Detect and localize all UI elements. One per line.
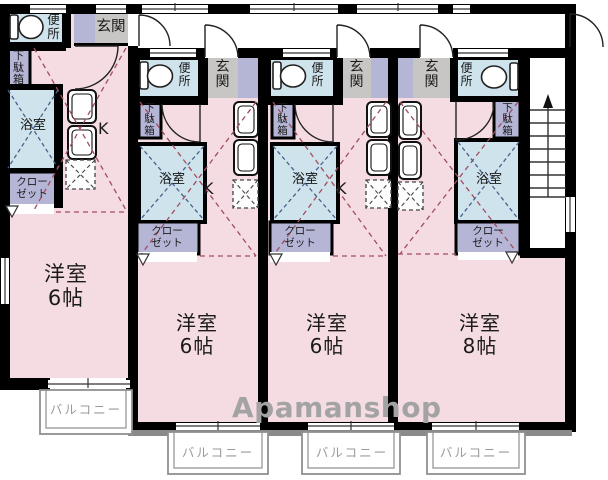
unit-1-closet-line1: クロー: [16, 176, 48, 188]
unit-1-room-type: 洋室: [44, 262, 88, 286]
dashed-lines: [7, 47, 520, 257]
unit-4-balcony-label: バルコニー: [439, 445, 513, 460]
unit-1-shoe-cabinet-label: 下駄箱: [13, 49, 24, 86]
unit-1-toilet-label: 便所: [47, 12, 60, 41]
unit-1-closet-line2: ゼット: [16, 188, 48, 201]
windows: [1, 3, 575, 430]
unit-2-room-type: 洋室: [176, 311, 218, 335]
unit-2-shoe-cabinet-label: 下駄箱: [144, 102, 155, 137]
unit-4-closet-label: クロー ゼット: [459, 225, 517, 249]
unit-2-balcony-label: バルコニー: [181, 445, 255, 460]
unit-4-closet-line2: ゼット: [472, 237, 504, 250]
unit-4-entrance-label: 玄関: [424, 59, 439, 91]
unit-3-balcony-label: バルコニー: [315, 445, 389, 460]
closet-door-triangles: [4, 205, 520, 267]
unit-4-room-type: 洋室: [459, 311, 501, 335]
door-arcs: [74, 13, 604, 143]
unit-4-room-size: 8帖: [462, 334, 498, 358]
unit-3-room-label: 洋室 6帖: [268, 312, 386, 358]
unit-2-toilet-label: 便所: [178, 61, 191, 88]
unit-1-balcony-label: バルコニー: [49, 402, 123, 417]
door-gaps: [205, 48, 453, 58]
unit-1-room-label: 洋室 6帖: [26, 262, 106, 310]
staircase: [530, 106, 566, 198]
unit-3-closet-line1: クロー: [284, 225, 316, 237]
unit-3-closet-label: クロー ゼット: [271, 225, 329, 249]
unit-2-closet-label: クロー ゼット: [138, 225, 196, 249]
toilet-icons: [9, 14, 519, 91]
unit-1-entrance-label: 玄関: [96, 19, 126, 35]
unit-2-closet-line1: クロー: [151, 225, 183, 237]
unit-3-closet-line2: ゼット: [284, 237, 316, 250]
unit-4-shoe-cabinet-label: 下駄箱: [502, 102, 513, 137]
unit-4-bathroom-label: 浴室: [475, 172, 502, 187]
unit-3-bathroom-label: 浴室: [291, 172, 318, 187]
unit-3-room-size: 6帖: [309, 334, 345, 358]
unit-2-kitchen-label: K: [203, 179, 214, 198]
unit-3-shoe-cabinet-label: 下駄箱: [277, 102, 288, 137]
unit-2-closet-line2: ゼット: [151, 237, 183, 250]
unit-1-room-size: 6帖: [47, 286, 85, 311]
unit-3-entrance-label: 玄関: [349, 59, 364, 91]
entrance-floors: [74, 13, 450, 98]
unit-4-room-label: 洋室 8帖: [400, 312, 560, 358]
unit-4-toilet-label: 便所: [460, 61, 473, 88]
unit-3-kitchen-label: K: [336, 179, 347, 198]
unit-3-room-type: 洋室: [306, 311, 348, 335]
watermark: Apamanshop: [232, 391, 442, 424]
balconies: [39, 389, 526, 475]
unit-1-kitchen-label: K: [98, 119, 109, 138]
unit-2-room-label: 洋室 6帖: [138, 312, 256, 358]
unit-2-entrance-label: 玄関: [215, 59, 230, 91]
stairs-up-arrow: [543, 94, 553, 108]
kitchen-fixtures: [65, 89, 424, 211]
unit-3-toilet-label: 便所: [311, 61, 324, 88]
unit-1-bathroom-label: 浴室: [19, 118, 46, 133]
unit-2-room-size: 6帖: [179, 334, 215, 358]
unit-1-closet-label: クロー ゼット: [8, 176, 56, 200]
closet-door-strips: [8, 204, 518, 262]
unit-2-bathroom-label: 浴室: [158, 172, 185, 187]
unit-4-closet-line1: クロー: [472, 225, 504, 237]
